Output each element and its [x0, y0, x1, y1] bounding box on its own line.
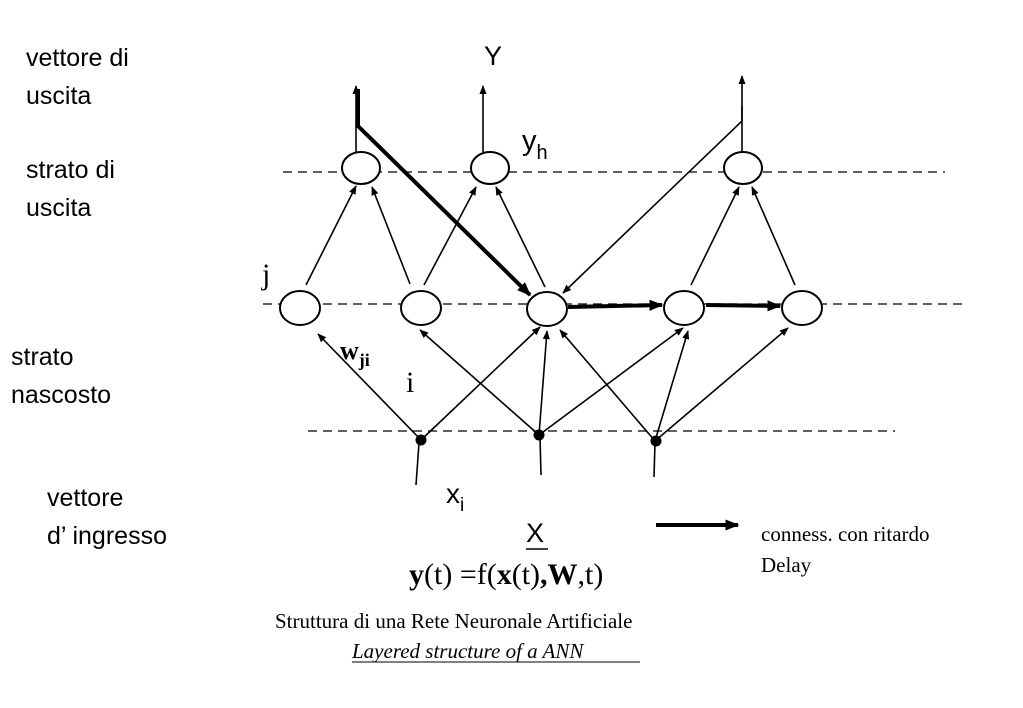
hidden-to-output-connections: [305, 185, 796, 288]
input-nodes: [415, 429, 662, 447]
network-formula: y(t) =f(x(t),W,t): [409, 558, 604, 591]
input-node: [650, 435, 662, 447]
hidden-neuron: [526, 291, 568, 327]
output-neuron: [341, 151, 381, 185]
hidden-neuron: [663, 290, 705, 326]
input-stems: [415, 436, 656, 486]
input-index-i: i: [406, 366, 415, 399]
input-to-hidden-connections: [317, 326, 789, 442]
output-neuron: [723, 151, 763, 185]
output-neurons: [341, 151, 763, 185]
output-vector-symbol: Y: [484, 41, 503, 71]
input-vector-label: vettore d’ ingresso: [47, 484, 167, 550]
input-node: [415, 434, 427, 446]
feedback-line: [562, 106, 743, 294]
caption-english: Layered structure of a ANN: [352, 639, 584, 663]
hidden-neuron: [781, 290, 823, 326]
output-layer-label: strato di uscita: [26, 156, 115, 222]
hidden-layer-label: strato nascosto: [11, 343, 112, 409]
delayed-feedback-line: [356, 89, 532, 297]
output-neuron: [470, 151, 510, 185]
lateral-delay-connections: [567, 299, 782, 312]
hidden-neuron: [279, 290, 321, 326]
input-vector-symbol: X: [526, 518, 545, 548]
input-xi-label: xi: [446, 478, 465, 516]
output-arrows: [352, 75, 746, 152]
feedback-connections: [356, 89, 743, 297]
output-yh-label: yh: [522, 125, 548, 164]
hidden-index-j: j: [262, 258, 271, 291]
layer-guides: [263, 171, 965, 432]
weight-label: wji: [340, 336, 370, 370]
output-vector-label: vettore di uscita: [26, 44, 129, 110]
input-node: [533, 429, 545, 441]
caption-italian: Struttura di una Rete Neuronale Artifici…: [275, 609, 633, 633]
hidden-neuron: [400, 290, 442, 326]
hidden-neurons: [279, 290, 823, 327]
delay-legend-text: conness. con ritardo Delay: [761, 522, 930, 577]
